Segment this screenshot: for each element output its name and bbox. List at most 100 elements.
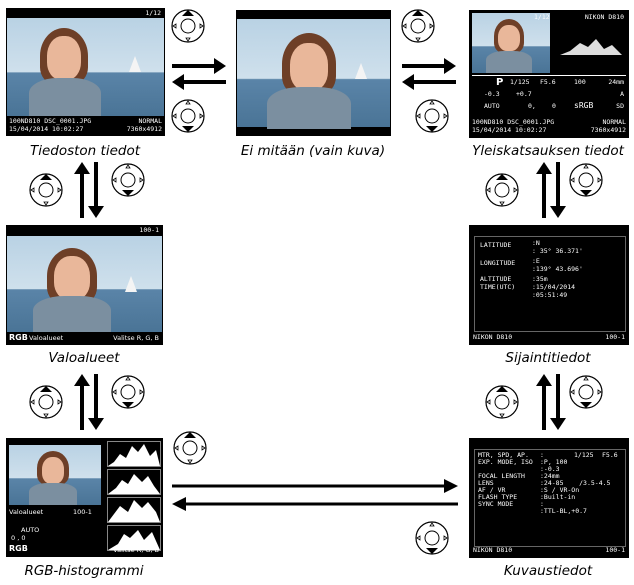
shirt — [29, 78, 101, 116]
camera-model: NIKON D810 — [584, 13, 624, 21]
value-sync-mode: : — [540, 500, 544, 508]
histogram-graph-blue — [108, 530, 160, 550]
face — [47, 36, 81, 80]
photo-thumbnail — [9, 445, 101, 505]
histogram-graph-red — [108, 474, 160, 494]
latitude-ref: :N — [532, 239, 540, 247]
time-value: :05:51:49 — [532, 291, 568, 299]
histogram-graph-luminance — [108, 444, 160, 466]
multi-selector-down-icon — [415, 521, 449, 555]
overview-histogram — [560, 37, 622, 55]
time-label: TIME(UTC) — [480, 283, 516, 291]
longitude-ref: :E — [532, 257, 540, 265]
arrow-down — [88, 162, 104, 218]
date-time: 15/04/2014 10:02:27 — [9, 125, 84, 133]
camera-model: NIKON D810 — [473, 333, 513, 341]
focal-length: 24mm — [608, 78, 624, 86]
wb-fine-tune: 0 , 0 — [11, 534, 26, 542]
camera-model: NIKON D810 — [473, 546, 513, 554]
arrow-pair-right-upper — [536, 162, 566, 218]
multi-selector-up-icon — [401, 9, 435, 43]
latitude-value: : 35° 36.371' — [532, 247, 583, 255]
wb-fine-tune-2: 0 — [552, 102, 556, 110]
value-exp-mode: :P, 100 — [540, 458, 568, 466]
file-info-screen: 1/12 100ND810 DSC_0001.JPG 15/04/2014 10… — [6, 8, 165, 136]
histogram-luminance — [107, 441, 161, 467]
face — [54, 256, 90, 300]
frame-id: 100-1 — [139, 226, 159, 234]
image-size: 7360x4912 — [126, 125, 162, 133]
arrow-pair-bottom — [172, 479, 458, 511]
caption-shooting-data: Kuvaustiedot — [503, 563, 593, 579]
rgb-histogram-screen: Valoalueet 100-1 AUTO 0 , 0 RGB Valitse … — [6, 438, 163, 557]
frame-id: 100-1 — [605, 546, 625, 554]
caption-image-only: Ei mitään (vain kuva) — [240, 143, 386, 159]
aperture: F5.6 — [540, 78, 556, 86]
card-slot: SD — [616, 102, 624, 110]
file-name: 100ND810 DSC_0001.JPG — [472, 118, 555, 126]
arrow-up — [74, 162, 90, 218]
caption-highlights: Valoalueet — [48, 350, 120, 366]
caption-file-info: Tiedoston tiedot — [29, 143, 141, 159]
date-time: 15/04/2014 10:02:27 — [472, 126, 547, 134]
value-exp-comp: :-0.3 — [540, 465, 560, 473]
exposure-comp: -0.3 — [484, 90, 500, 98]
shooting-box — [474, 449, 626, 547]
rgb-label: RGB — [9, 544, 28, 553]
image-only-screen — [236, 10, 391, 136]
longitude-value: :139° 43.696' — [532, 265, 583, 273]
multi-selector-down-icon — [171, 99, 205, 133]
arrow-right — [402, 58, 456, 74]
iso: 100 — [574, 78, 586, 86]
white-balance: AUTO — [484, 102, 500, 110]
overview-screen: 1/12 NIKON D810 P 1/125 F5.6 100 24mm -0… — [469, 10, 629, 138]
histogram-red — [107, 469, 161, 495]
multi-selector-up-icon — [485, 173, 519, 207]
shutter: 1/125 — [574, 451, 594, 459]
label-mtr: MTR, SPD, AP. — [478, 451, 529, 459]
quality: NORMAL — [138, 117, 162, 125]
white-balance: AUTO — [21, 526, 40, 534]
highlights-label: Valoalueet — [29, 334, 64, 342]
rgb-label: RGB — [9, 333, 28, 342]
longitude-label: LONGITUDE — [480, 259, 516, 267]
latitude-label: LATITUDE — [480, 241, 512, 249]
shooting-data-screen: MTR, SPD, AP. : 1/125 F5.6 EXP. MODE, IS… — [469, 438, 629, 558]
histogram-graph-green — [108, 500, 160, 522]
arrow-left — [402, 74, 456, 90]
caption-overview: Yleiskatsauksen tiedot — [472, 143, 624, 159]
histogram-blue — [107, 525, 161, 551]
value-flash: :TTL-BL,+0.7 — [540, 507, 587, 515]
shirt — [33, 296, 111, 332]
channel-hint: Valitse R, G, B — [113, 334, 159, 342]
value-af-vr: :S / VR-On — [540, 486, 580, 494]
label-lens: LENS — [478, 479, 494, 487]
multi-selector-up-icon — [171, 9, 205, 43]
frame-counter: 1/12 — [534, 13, 550, 21]
value-lens: :24-85 /3.5-4.5 — [540, 479, 611, 487]
photo-thumbnail — [472, 13, 550, 73]
arrow-up — [536, 162, 552, 218]
multi-selector-up-icon — [173, 431, 207, 465]
arrow-left — [172, 497, 458, 511]
photo — [237, 19, 390, 129]
channel-hint: Valitse R, G, B — [113, 546, 159, 554]
file-name: 100ND810 DSC_0001.JPG — [9, 117, 92, 125]
image-size: 7360x4912 — [590, 126, 626, 134]
af-mode: A — [620, 90, 624, 98]
multi-selector-down-icon — [111, 163, 145, 197]
value-flash-type: :Built-in — [540, 493, 576, 501]
arrow-pair-left-lower — [74, 374, 104, 430]
shutter: 1/125 — [510, 78, 530, 86]
multi-selector-down-icon — [569, 375, 603, 409]
highlights-screen: 100-1 RGB Valoalueet Valitse R, G, B — [6, 225, 163, 345]
face — [498, 25, 520, 51]
arrow-down — [550, 162, 566, 218]
altitude-label: ALTITUDE — [480, 275, 512, 283]
multi-selector-up-icon — [29, 173, 63, 207]
photo — [7, 236, 162, 332]
histogram-green — [107, 497, 161, 523]
arrow-pair-right-lower — [536, 374, 566, 430]
frame-id: 100-1 — [605, 333, 625, 341]
multi-selector-down-icon — [415, 99, 449, 133]
